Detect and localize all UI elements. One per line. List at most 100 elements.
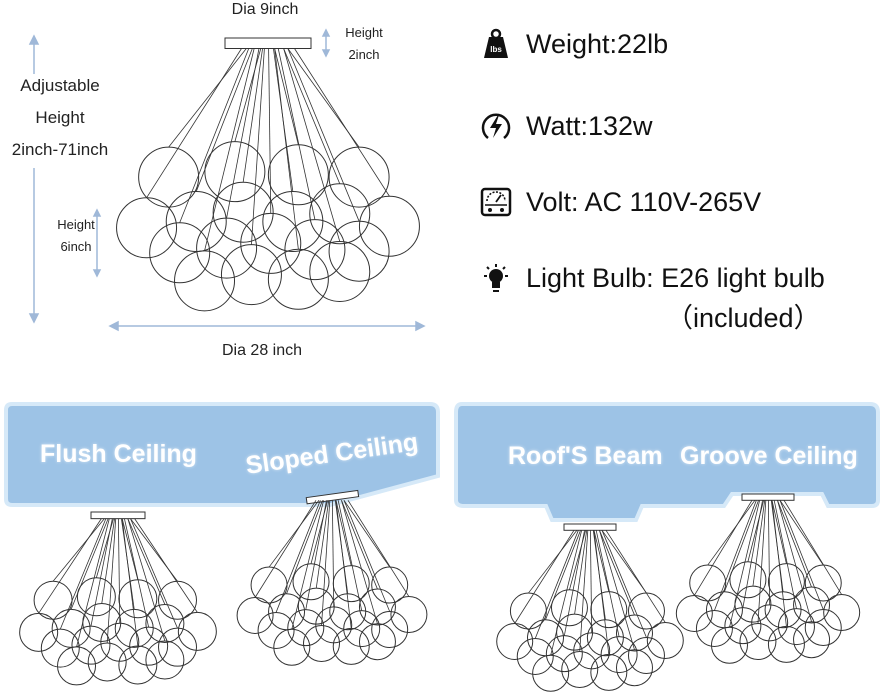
- glass-globe: [177, 611, 217, 651]
- glass-globe: [267, 248, 329, 310]
- glass-globe: [116, 197, 178, 259]
- glass-globe: [823, 594, 861, 632]
- glass-globe: [590, 653, 628, 691]
- globe-height-label: Height 6inch: [46, 214, 106, 258]
- bulb-label: Light Bulb: E26 light bulb: [526, 262, 825, 293]
- glass-globe: [371, 611, 409, 649]
- glass-globe: [358, 623, 396, 661]
- globe-height-line1: Height: [57, 217, 95, 232]
- glass-globe: [329, 593, 367, 631]
- pendant-cord: [287, 48, 360, 222]
- pendant-cord: [343, 500, 391, 612]
- pendant-cord: [550, 530, 583, 656]
- canopy: [563, 523, 617, 531]
- glass-globe: [57, 646, 97, 686]
- dimension-arrows: [28, 28, 426, 332]
- glass-globe: [586, 619, 624, 657]
- adjustable-line2: Height: [35, 108, 85, 127]
- pendant-cord: [341, 500, 378, 590]
- pendant-cord: [599, 530, 635, 616]
- pendant-cord: [226, 48, 260, 219]
- glass-globe: [710, 626, 748, 664]
- pendant-cord: [127, 518, 166, 605]
- pendant-cord: [121, 518, 139, 580]
- canopy: [741, 493, 795, 501]
- glass-globe: [695, 609, 733, 647]
- glass-globe: [496, 622, 534, 660]
- glass-globe: [220, 244, 282, 306]
- glass-globe: [328, 220, 390, 282]
- glass-globe: [71, 625, 111, 665]
- pendant-cord: [714, 500, 757, 611]
- pendant-cord: [767, 500, 771, 605]
- pendant-cord: [724, 500, 759, 592]
- glass-globe: [297, 587, 335, 625]
- roof-beam-label: Roof'S Beam: [508, 442, 663, 470]
- glass-globe: [19, 612, 59, 652]
- pendant-cord: [101, 518, 115, 604]
- watt-spec: Watt:132w: [480, 110, 653, 142]
- pendant-cord: [291, 500, 325, 630]
- glass-globe: [240, 212, 302, 274]
- glass-globe: [40, 628, 80, 668]
- glass-globe: [532, 654, 570, 692]
- weight-icon: lbs: [484, 28, 508, 58]
- glass-globe: [615, 649, 653, 687]
- pendant-cord: [76, 518, 110, 648]
- pendant-cord: [310, 500, 329, 564]
- pendant-cord: [563, 530, 585, 636]
- glass-globe: [76, 577, 116, 617]
- pendant-cord: [251, 48, 265, 245]
- pendant-cord: [274, 48, 299, 145]
- glass-globe: [212, 181, 274, 243]
- pendant-cord: [773, 500, 797, 609]
- glass-globe: [590, 591, 628, 629]
- glass-globe: [267, 144, 329, 206]
- glass-globe: [573, 632, 611, 670]
- glass-globe: [371, 566, 409, 604]
- glass-globe: [303, 625, 341, 663]
- weight-label: Weight:22lb: [526, 28, 669, 59]
- weight-spec: lbs Weight:22lb: [480, 28, 668, 60]
- pendant-cord: [742, 500, 763, 608]
- glass-globe: [627, 637, 665, 675]
- pendant-cord: [204, 48, 255, 251]
- volt-label: Volt: AC 110V-265V: [526, 186, 762, 217]
- glass-globe: [675, 594, 713, 632]
- pendant-cord: [771, 500, 787, 627]
- bulb-icon: [484, 264, 508, 292]
- glass-globe: [358, 588, 396, 626]
- svg-text:lbs: lbs: [490, 45, 502, 54]
- pendant-cord: [335, 500, 352, 629]
- watt-label: Watt:132w: [526, 110, 653, 141]
- pendant-cord: [294, 48, 390, 197]
- glass-globe: [751, 604, 789, 642]
- pendant-cord: [514, 530, 575, 624]
- pendant-cord: [268, 48, 272, 214]
- pendant-cord: [283, 48, 341, 184]
- glass-globe: [284, 219, 346, 281]
- pendant-cord: [130, 518, 178, 629]
- pendant-cord: [777, 500, 812, 622]
- glass-globe: [793, 586, 831, 624]
- glass-globe: [358, 195, 420, 257]
- pendant-cord: [337, 500, 363, 611]
- pendant-cord: [254, 500, 317, 598]
- canopy-height-label: Height 2inch: [336, 22, 392, 66]
- bulb-label-line2: （included）: [666, 303, 821, 333]
- pendant-cord: [286, 500, 323, 594]
- glass-globe: [332, 627, 370, 665]
- pendant-cord: [305, 500, 327, 610]
- pendant-cord: [593, 530, 610, 592]
- pendant-cord: [179, 48, 250, 223]
- glass-globe: [550, 589, 588, 627]
- pendant-cord: [146, 48, 242, 199]
- pendant-cord: [124, 518, 150, 628]
- pendant-cord: [574, 530, 588, 615]
- glass-globe: [236, 596, 274, 634]
- pendant-cord: [234, 48, 262, 142]
- pendant-cord: [707, 500, 756, 566]
- glass-globe: [545, 635, 583, 673]
- pendant-cord: [52, 518, 105, 582]
